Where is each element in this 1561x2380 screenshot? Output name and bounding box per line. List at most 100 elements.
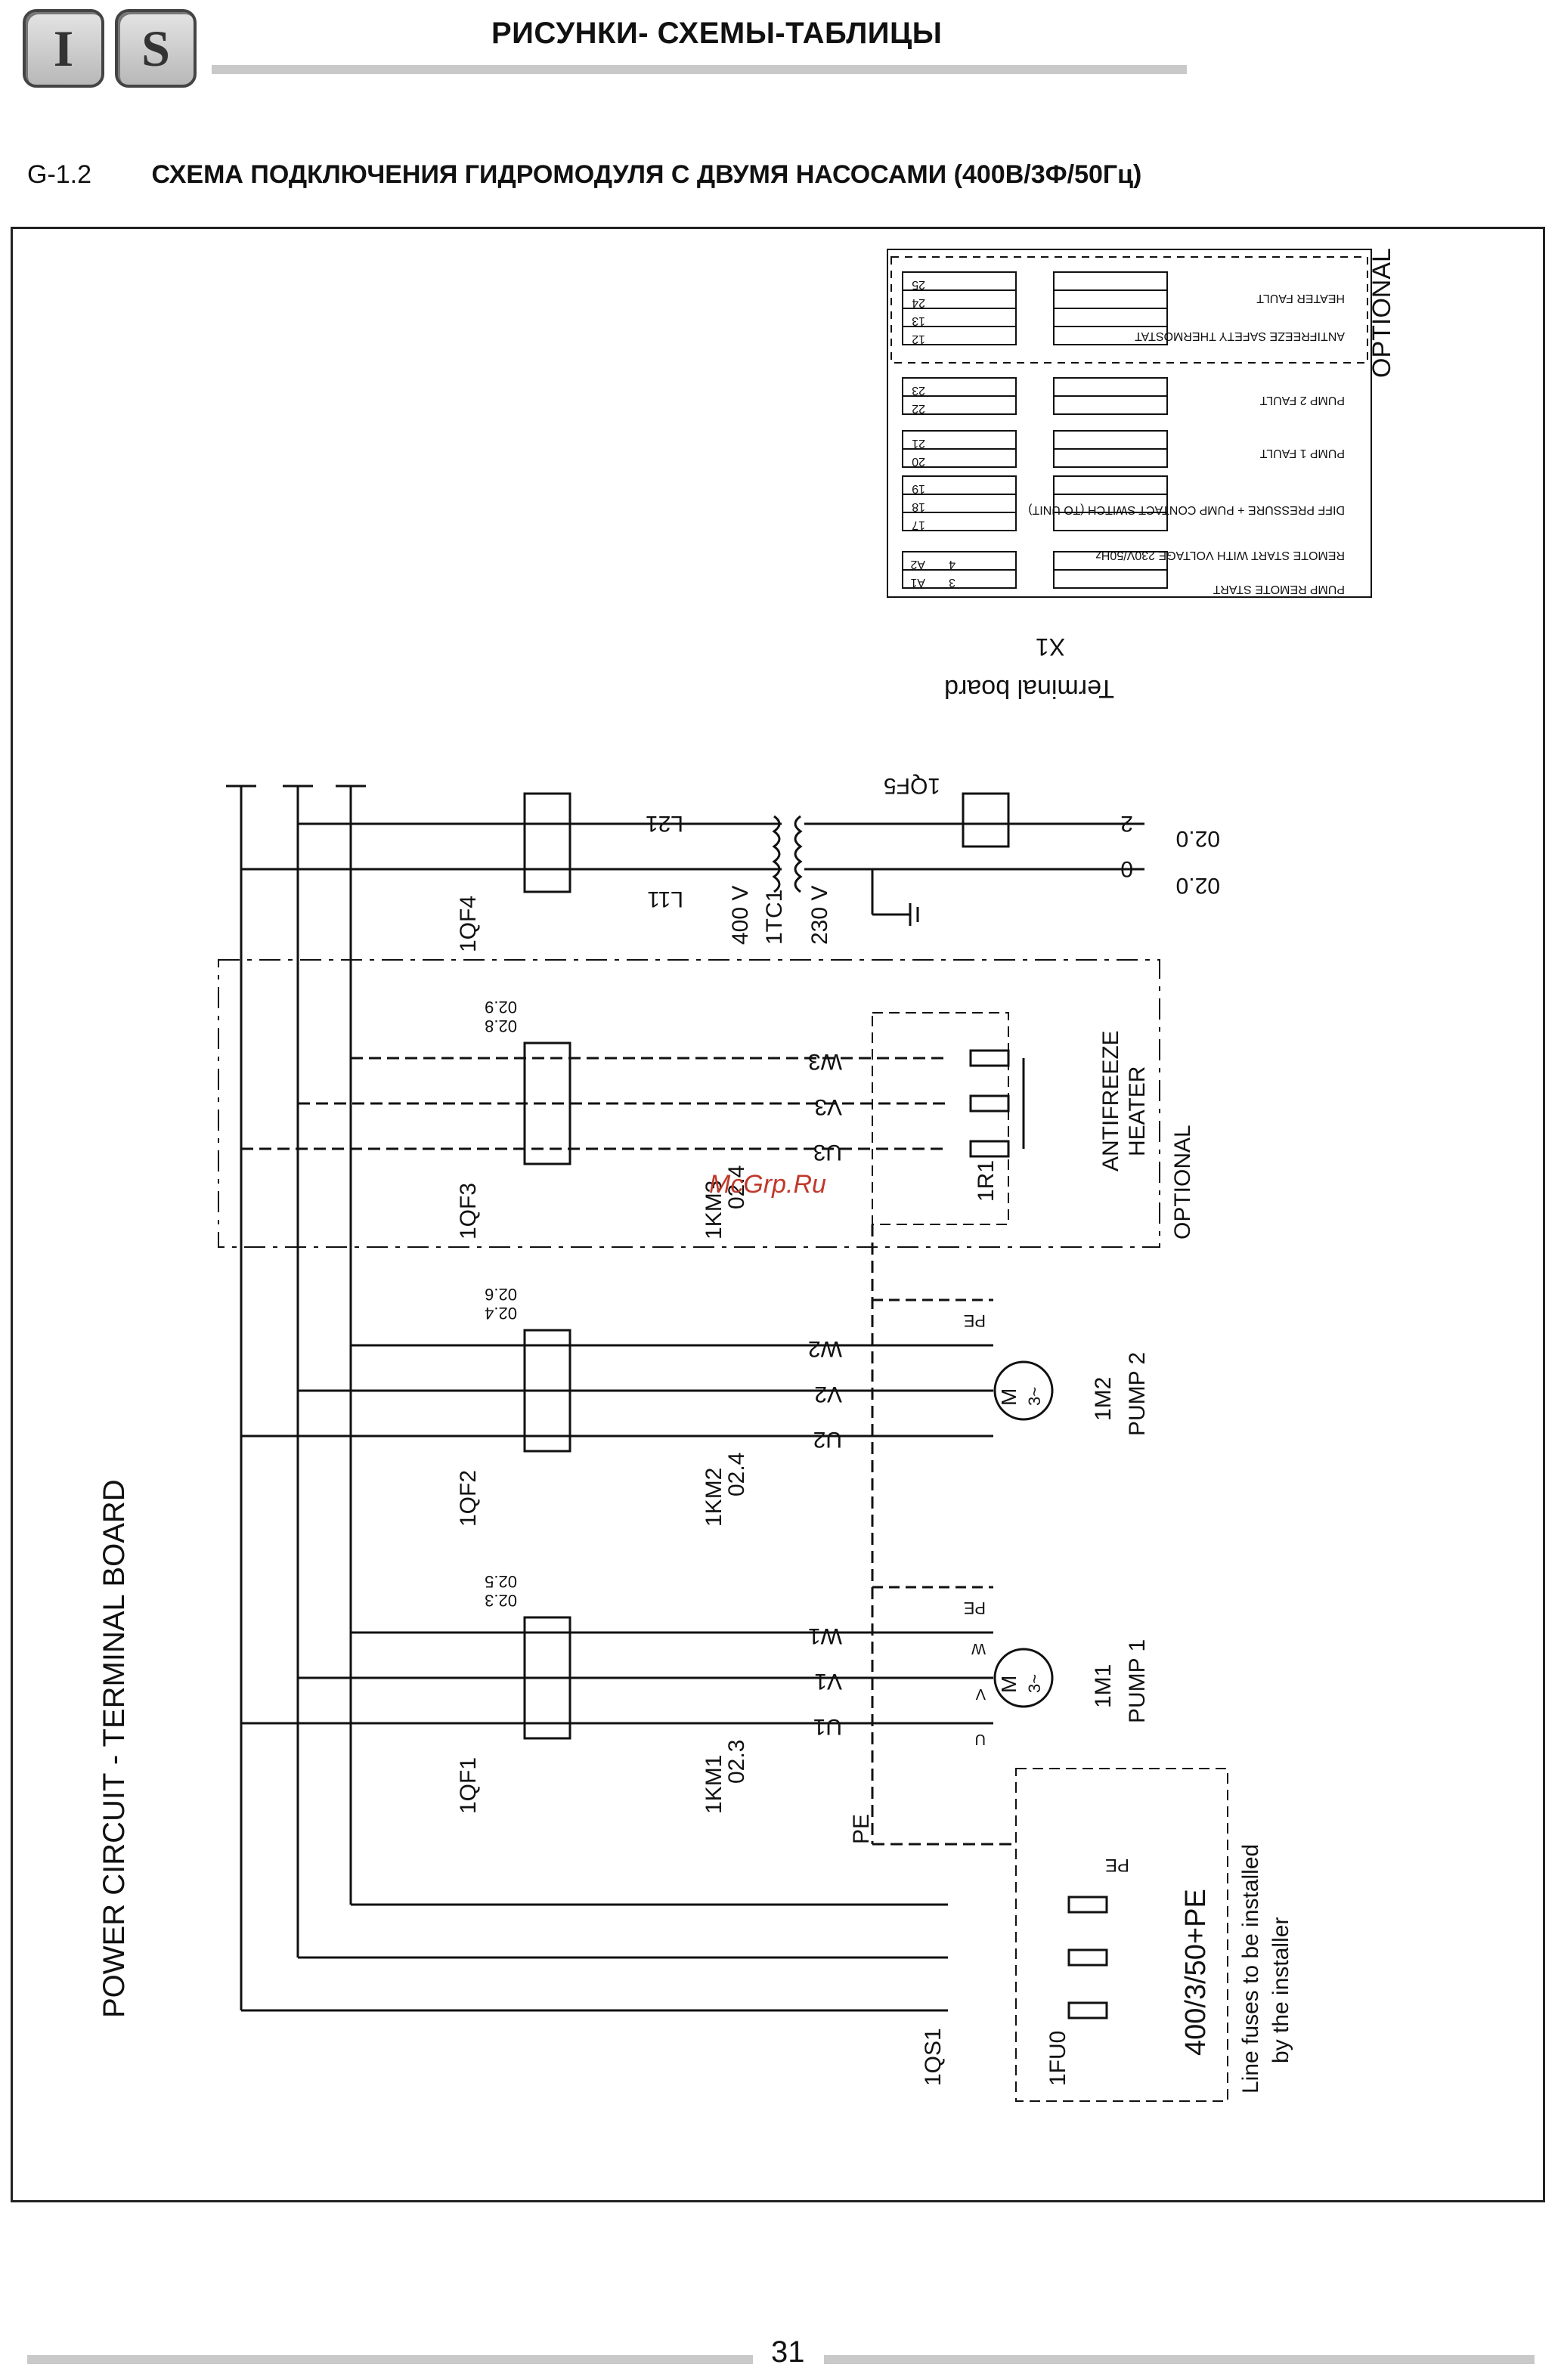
pump1-pe: PE [964, 1599, 986, 1617]
terminal-number: 3 [949, 576, 955, 589]
terminal-number: 24 [912, 296, 925, 309]
voltage-230: 230 V [807, 886, 832, 945]
terminal-number: 23 [912, 384, 925, 397]
phase-u1: U1 [813, 1714, 842, 1739]
phase-w2: W2 [808, 1336, 842, 1361]
fu0-label: 1FU0 [1045, 2031, 1070, 2086]
terminal-number: A1 [910, 576, 925, 589]
terminal-number: 13 [912, 314, 925, 327]
km1-label: 1KM1 [702, 1755, 726, 1814]
pump1-label: PUMP 1 [1125, 1639, 1150, 1723]
pump1-circuit [241, 1586, 1054, 1740]
terminal-number: 12 [912, 333, 925, 345]
supply-bus-lines [226, 785, 366, 2010]
terminal-v: V [975, 1685, 986, 1702]
terminal-group-label: PUMP 1 FAULT [1259, 447, 1345, 460]
supply-voltage: 400/3/50+PE [1180, 1889, 1212, 2056]
pump2-label: PUMP 2 [1125, 1352, 1150, 1436]
pump1-ref: 02.5 [485, 1572, 517, 1591]
motor-3-symbol: 3~ [1025, 1387, 1044, 1406]
terminal-board-label: Terminal board [944, 674, 1114, 703]
heater-label: HEATER [1125, 1066, 1150, 1156]
terminal-group-label: HEATER FAULT [1256, 292, 1345, 305]
terminal-optional-label: OPTIONAL [1367, 248, 1396, 378]
terminal-x1-label: X1 [1036, 633, 1065, 661]
logo: I S [23, 9, 197, 88]
fuse-pe-label: PE [1105, 1855, 1129, 1875]
wiring-schematic: POWER CIRCUIT - TERMINAL BOARD Terminal … [98, 248, 1396, 2102]
terminal-group-label: PUMP 2 FAULT [1259, 394, 1345, 407]
header-divider [212, 65, 1187, 74]
l21-label: L21 [646, 811, 683, 836]
logo-letter-s: S [115, 9, 197, 88]
terminal-number: 20 [912, 455, 925, 468]
phase-v2: V2 [814, 1382, 842, 1407]
pe-label: PE [849, 1814, 874, 1844]
main-disconnect-and-fuses [241, 1768, 1228, 2102]
km2-ref: 02.4 [724, 1453, 749, 1496]
qf3-label: 1QF3 [456, 1183, 481, 1240]
terminal-number: 22 [912, 402, 925, 415]
control-transformer-section [241, 792, 1144, 926]
terminal-number: 18 [912, 500, 925, 513]
terminal-number: 17 [912, 518, 925, 531]
logo-letter-i: I [23, 9, 104, 88]
page-header-title: РИСУНКИ- СХЕМЫ-ТАБЛИЦЫ [491, 17, 943, 50]
terminal-w: W [971, 1640, 986, 1657]
ref-020: 02.0 [1176, 873, 1220, 898]
km2-label: 1KM2 [702, 1468, 726, 1527]
terminal-board [887, 249, 1372, 598]
terminal-number: A2 [910, 558, 925, 571]
terminal-number: 19 [912, 482, 925, 495]
km3-label: 1KM3 [702, 1181, 726, 1240]
power-circuit-label: POWER CIRCUIT - TERMINAL BOARD [98, 1479, 131, 2018]
watermark: McGrp.Ru [709, 1170, 826, 1199]
output-0: 0 [1120, 856, 1133, 881]
section-number: G-1.2 [27, 160, 92, 189]
qf1-label: 1QF1 [456, 1757, 481, 1814]
km1-ref: 02.3 [724, 1740, 749, 1784]
motor-1m2: 1M2 [1091, 1377, 1116, 1421]
pump2-ref: 02.6 [485, 1285, 517, 1304]
terminal-group-label: REMOTE START WITH VOLTAGE 230V/50Hz [1095, 549, 1345, 562]
heater-label: ANTIFREEZE [1098, 1030, 1123, 1171]
phase-w3: W3 [808, 1049, 842, 1074]
ref-020: 02.0 [1176, 826, 1220, 851]
terminal-u: U [975, 1731, 986, 1747]
qs1-label: 1QS1 [921, 2028, 946, 2086]
pump2-pe: PE [964, 1311, 986, 1330]
phase-w1: W1 [808, 1623, 842, 1648]
r1-label: 1R1 [974, 1160, 999, 1202]
phase-u3: U3 [813, 1140, 842, 1165]
supply-note: Line fuses to be installed [1238, 1844, 1263, 2094]
supply-note: by the installer [1268, 1917, 1293, 2063]
terminal-group-label: ANTIFREEZE SAFETY THERMOSTAT [1135, 330, 1345, 342]
heater-ref: 02.9 [485, 998, 517, 1017]
page-number: 31 [771, 2335, 805, 2369]
qf5-label: 1QF5 [884, 773, 940, 798]
footer-bar-left [27, 2355, 753, 2364]
motor-m-symbol: M [997, 1388, 1021, 1406]
motor-3-symbol: 3~ [1025, 1674, 1044, 1693]
qf4-label: 1QF4 [456, 896, 481, 952]
terminal-number: 25 [912, 278, 925, 291]
km3-ref: 02.4 [724, 1165, 749, 1209]
diagram-frame [11, 227, 1545, 2202]
qf2-label: 1QF2 [456, 1470, 481, 1527]
section-title: СХЕМА ПОДКЛЮЧЕНИЯ ГИДРОМОДУЛЯ С ДВУМЯ НА… [151, 160, 1142, 189]
footer-bar-right [824, 2355, 1535, 2364]
phase-u2: U2 [813, 1427, 842, 1452]
l11-label: L11 [647, 887, 683, 911]
motor-1m1: 1M1 [1091, 1664, 1116, 1708]
heater-ref: 02.8 [485, 1017, 517, 1035]
pump1-ref: 02.3 [485, 1591, 517, 1610]
phase-v3: V3 [814, 1094, 842, 1119]
tc1-label: 1TC1 [762, 890, 787, 945]
pump2-circuit [241, 1298, 1054, 1453]
terminal-number: 21 [912, 437, 925, 450]
terminal-group-label: PUMP REMOTE START [1213, 583, 1345, 596]
section-heading: G-1.2 СХЕМА ПОДКЛЮЧЕНИЯ ГИДРОМОДУЛЯ С ДВ… [27, 160, 1141, 190]
pump2-ref: 02.4 [485, 1304, 517, 1323]
phase-v1: V1 [814, 1669, 842, 1694]
motor-m-symbol: M [997, 1676, 1021, 1693]
